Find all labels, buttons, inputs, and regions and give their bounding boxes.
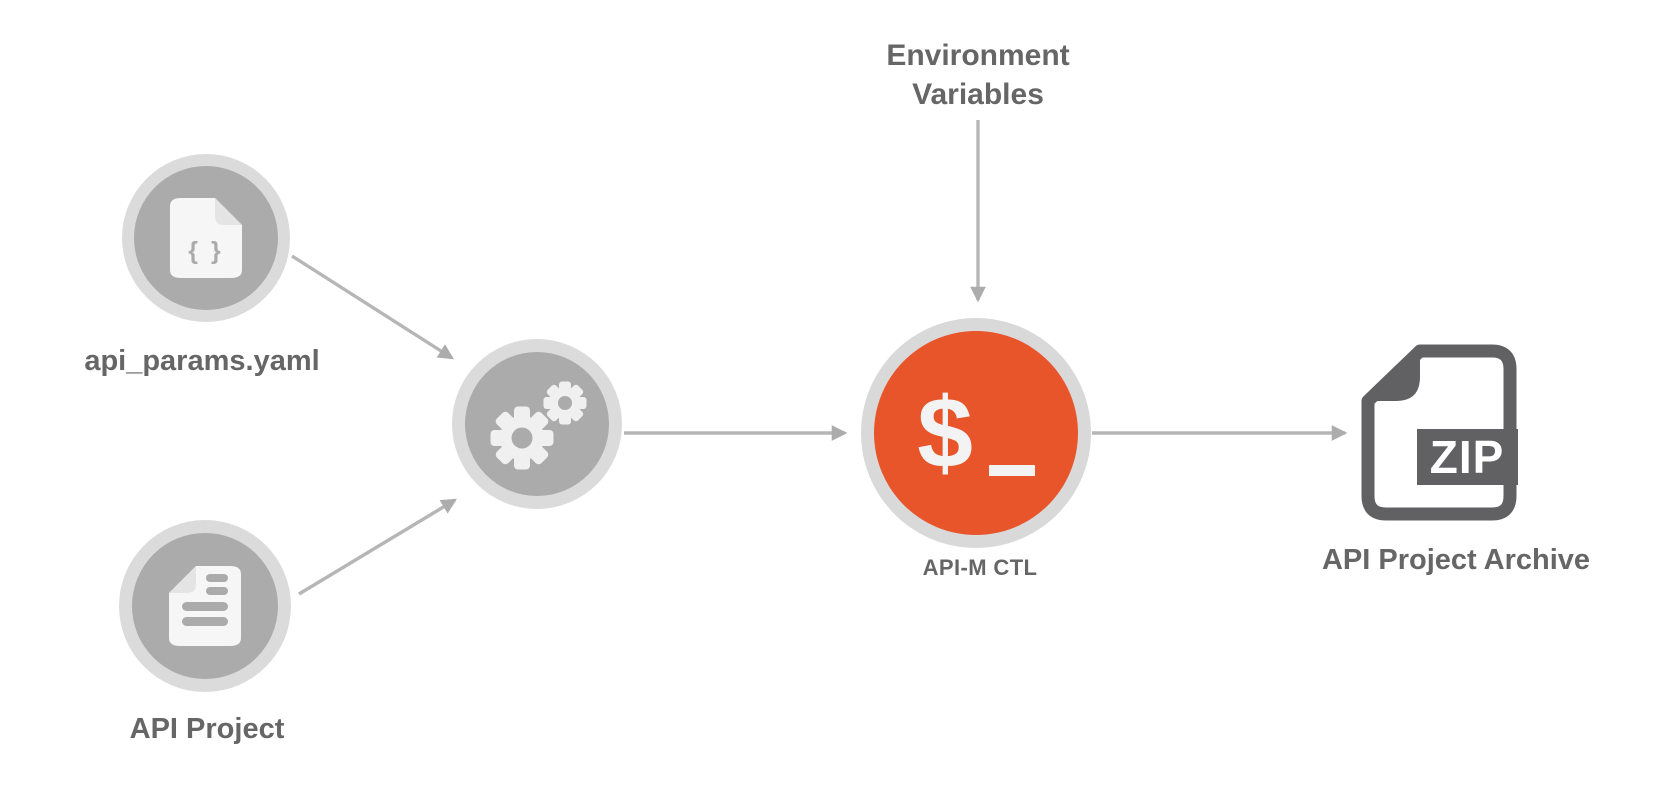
node-apimctl: $ [861,318,1091,548]
curly-braces-glyph: { } [188,237,223,265]
dollar-glyph: $ [917,377,973,489]
apimctl-label: API-M CTL [922,555,1038,580]
node-api-params: { } [122,154,290,322]
document-icon [169,566,241,646]
environment-variables-label: Environment Variables [886,39,1070,111]
terminal-cursor [988,465,1035,476]
arrow-api-params-to-build [291,254,454,360]
zip-file-icon: ZIP [1361,344,1518,521]
node-build-gears [452,339,622,509]
api-project-label: API Project [129,713,285,745]
api-params-label: api_params.yaml [84,345,320,377]
arrow-api-project-to-build [298,498,458,596]
terminal-icon: $ [917,383,1035,483]
gears-icon [490,381,587,470]
archive-label: API Project Archive [1321,544,1591,576]
node-api-project [119,520,291,692]
zip-badge-text: ZIP [1430,431,1505,483]
file-code-icon: { } [170,198,242,278]
